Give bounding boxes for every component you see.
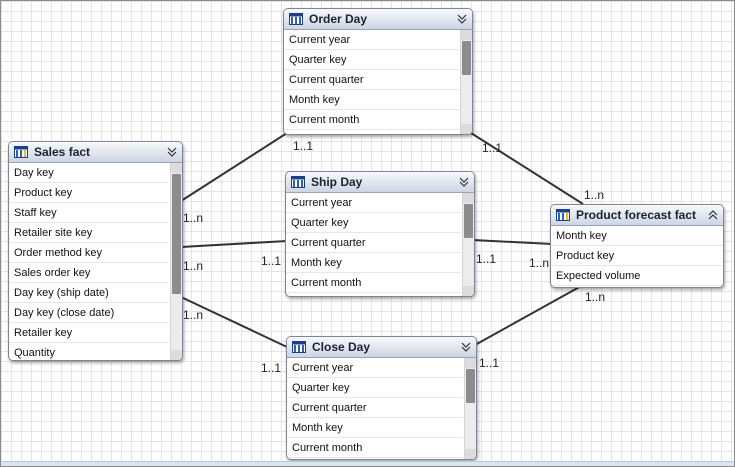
- scroll-thumb[interactable]: [466, 369, 475, 403]
- entity-header[interactable]: Product forecast fact: [551, 205, 723, 226]
- entity-field-list[interactable]: Current year Quarter key Current quarter…: [286, 193, 474, 296]
- double-chevron-down-icon[interactable]: [460, 340, 472, 352]
- vertical-scrollbar[interactable]: [170, 163, 182, 360]
- link-order-forecast[interactable]: [470, 132, 584, 205]
- field-row[interactable]: Current month: [284, 110, 459, 130]
- double-chevron-down-icon[interactable]: [458, 175, 470, 187]
- field-row[interactable]: Current year: [284, 30, 459, 50]
- field-row[interactable]: Retailer site key: [9, 223, 169, 243]
- entity-header[interactable]: Order Day: [284, 9, 472, 30]
- scroll-thumb[interactable]: [462, 41, 471, 75]
- vertical-scrollbar[interactable]: [464, 358, 476, 459]
- cardinality-label: 1..1: [261, 254, 281, 268]
- entity-ship-day[interactable]: Ship Day Current year Quarter key Curren…: [285, 171, 475, 297]
- entity-field-list[interactable]: Current year Quarter key Current quarter…: [284, 30, 472, 134]
- double-chevron-down-icon[interactable]: [166, 145, 178, 157]
- link-sales-ship[interactable]: [180, 240, 288, 248]
- entity-field-list[interactable]: Day key Product key Staff key Retailer s…: [9, 163, 182, 360]
- cardinality-label: 1..1: [293, 139, 313, 153]
- scroll-down-arrow[interactable]: [461, 124, 472, 134]
- cardinality-label: 1..n: [183, 211, 203, 225]
- table-icon: [14, 146, 28, 158]
- field-row[interactable]: Month key: [284, 90, 459, 110]
- cardinality-label: 1..1: [482, 141, 502, 155]
- entity-field-list[interactable]: Month key Product key Expected volume: [551, 226, 723, 287]
- vertical-scrollbar[interactable]: [460, 30, 472, 134]
- field-row[interactable]: Quantity: [9, 343, 169, 360]
- entity-close-day[interactable]: Close Day Current year Quarter key Curre…: [286, 336, 477, 460]
- scroll-down-arrow[interactable]: [465, 449, 476, 459]
- scroll-up-arrow[interactable]: [461, 30, 472, 40]
- entity-title: Close Day: [312, 340, 371, 354]
- field-row[interactable]: Current year: [287, 358, 463, 378]
- cardinality-label: 1..n: [529, 256, 549, 270]
- table-icon: [289, 13, 303, 25]
- table-icon: [556, 209, 570, 221]
- horizontal-scroll-strip[interactable]: [1, 461, 734, 466]
- field-row[interactable]: Day key (ship date): [9, 283, 169, 303]
- field-row[interactable]: Order method key: [9, 243, 169, 263]
- field-row[interactable]: Sales order key: [9, 263, 169, 283]
- field-row[interactable]: Current year: [286, 193, 461, 213]
- cardinality-label: 1..n: [585, 290, 605, 304]
- cardinality-label: 1..n: [183, 308, 203, 322]
- link-close-forecast[interactable]: [474, 284, 584, 346]
- field-row[interactable]: Month key: [287, 418, 463, 438]
- table-icon: [292, 341, 306, 353]
- field-row[interactable]: Day key: [9, 163, 169, 183]
- scroll-down-arrow[interactable]: [463, 286, 474, 296]
- scroll-up-arrow[interactable]: [465, 358, 476, 368]
- field-row[interactable]: Month key: [551, 226, 723, 246]
- entity-product-forecast-fact[interactable]: Product forecast fact Month key Product …: [550, 204, 724, 288]
- field-row[interactable]: Current quarter: [286, 233, 461, 253]
- field-row[interactable]: Quarter key: [284, 50, 459, 70]
- field-row[interactable]: Quarter key: [286, 213, 461, 233]
- link-sales-order[interactable]: [180, 132, 288, 202]
- cardinality-label: 1..n: [183, 259, 203, 273]
- table-icon: [291, 176, 305, 188]
- field-row[interactable]: Current quarter: [287, 398, 463, 418]
- link-ship-forecast[interactable]: [472, 239, 553, 245]
- cardinality-label: 1..1: [479, 356, 499, 370]
- cardinality-label: 1..1: [476, 252, 496, 266]
- double-chevron-up-icon[interactable]: [707, 208, 719, 220]
- link-sales-close[interactable]: [180, 296, 288, 348]
- scroll-thumb[interactable]: [464, 204, 473, 238]
- vertical-scrollbar[interactable]: [462, 193, 474, 296]
- field-row[interactable]: Current quarter: [284, 70, 459, 90]
- entity-header[interactable]: Close Day: [287, 337, 476, 358]
- entity-title: Order Day: [309, 12, 368, 26]
- entity-order-day[interactable]: Order Day Current year Quarter key Curre…: [283, 8, 473, 135]
- field-row[interactable]: Staff key: [9, 203, 169, 223]
- entity-title: Ship Day: [311, 175, 363, 189]
- field-row[interactable]: Expected volume: [551, 266, 723, 286]
- entity-sales-fact[interactable]: Sales fact Day key Product key Staff key…: [8, 141, 183, 361]
- field-row[interactable]: Day key (close date): [9, 303, 169, 323]
- cardinality-label: 1..n: [584, 188, 604, 202]
- field-row[interactable]: Product key: [9, 183, 169, 203]
- cardinality-label: 1..1: [261, 361, 281, 375]
- scroll-up-arrow[interactable]: [463, 193, 474, 203]
- scroll-thumb[interactable]: [172, 174, 181, 294]
- double-chevron-down-icon[interactable]: [456, 12, 468, 24]
- entity-field-list[interactable]: Current year Quarter key Current quarter…: [287, 358, 476, 459]
- field-row[interactable]: Current month: [287, 438, 463, 458]
- entity-header[interactable]: Ship Day: [286, 172, 474, 193]
- field-row[interactable]: Retailer key: [9, 323, 169, 343]
- scroll-up-arrow[interactable]: [171, 163, 182, 173]
- field-row[interactable]: Current month: [286, 273, 461, 293]
- entity-title: Product forecast fact: [576, 208, 697, 222]
- field-row[interactable]: Product key: [551, 246, 723, 266]
- entity-title: Sales fact: [34, 145, 91, 159]
- scroll-down-arrow[interactable]: [171, 350, 182, 360]
- field-row[interactable]: Quarter key: [287, 378, 463, 398]
- field-row[interactable]: Month key: [286, 253, 461, 273]
- entity-header[interactable]: Sales fact: [9, 142, 182, 163]
